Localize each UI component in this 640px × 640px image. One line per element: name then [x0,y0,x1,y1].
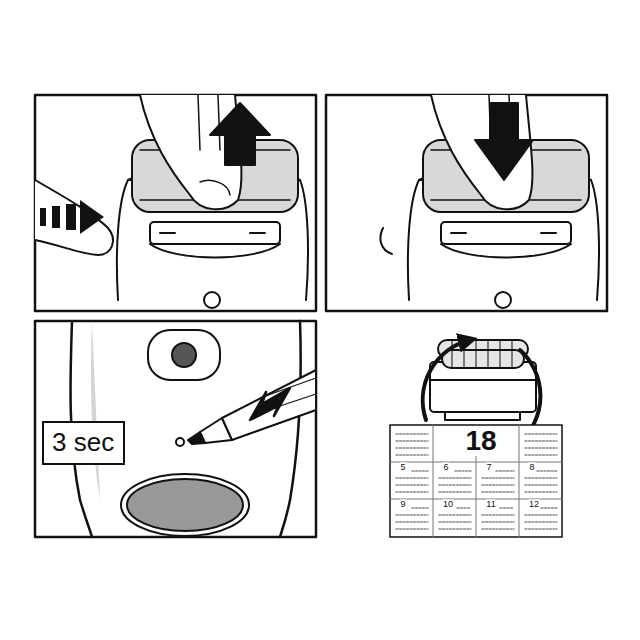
cycle-number: 18 [462,426,499,456]
push-arrow [250,388,290,420]
time-box: 3 sec [42,421,125,465]
panel-frame [35,321,316,537]
up-arrow [210,103,270,165]
calendar-day: 9 [399,500,406,509]
pen [188,370,316,444]
press-arrow [40,200,104,234]
calendar-day: 6 [442,463,449,472]
hand [35,95,241,255]
hand [431,95,532,209]
calendar-day: 11 [485,500,496,509]
rotation-arrow [423,340,470,420]
calendar-day: 8 [528,463,535,472]
calendar-day: 12 [528,500,540,509]
calendar-day: 7 [485,463,492,472]
panel-frame [35,95,316,311]
calendar-day: 10 [442,500,454,509]
calendar [390,425,562,537]
down-arrow [475,103,533,180]
panel-frame [326,95,607,311]
node-text: 3 sec [52,428,115,458]
calendar-day: 5 [399,463,406,472]
